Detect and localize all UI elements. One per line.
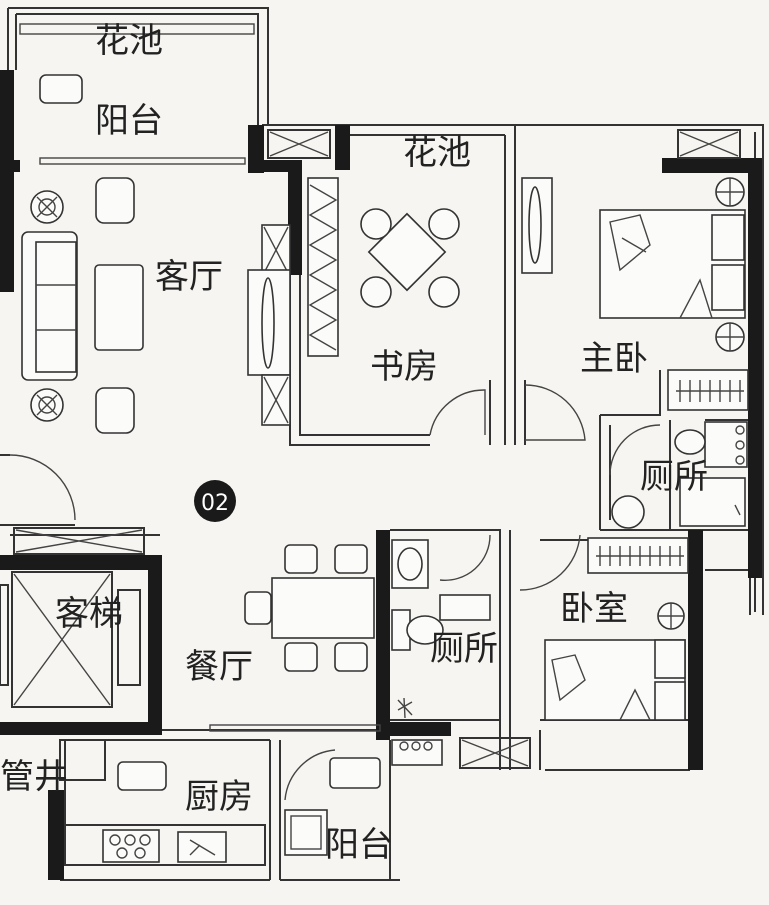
master-bedroom-furniture [521,177,749,411]
unit-number-badge: 02 [194,480,236,522]
balcony-table [39,74,83,104]
windows-doors [9,23,661,801]
label-planter-top: 花池 [95,21,163,61]
structural-walls [0,70,762,880]
label-study: 书房 [370,347,438,387]
label-balcony-kitchen: 阳台 [325,825,393,865]
unit-number-label: 02 [201,491,229,516]
elevator-shaft [0,527,145,708]
kitchen-balcony-fixtures [284,757,381,856]
dining-furniture [244,544,375,672]
study-furniture [307,177,460,357]
label-toilet-master: 厕所 [640,457,708,497]
label-living-room: 客厅 [155,257,223,297]
label-balcony-top: 阳台 [95,101,163,141]
bedroom-furniture [544,537,689,721]
common-toilet-fixtures [391,539,491,766]
master-toilet-fixtures [611,421,748,529]
label-master-bedroom: 主卧 [580,339,648,379]
living-room-furniture [21,177,291,434]
kitchen-fixtures [59,739,266,866]
label-bedroom: 卧室 [560,589,628,629]
label-planter-mid: 花池 [403,133,471,173]
label-dining-room: 餐厅 [185,647,253,687]
planter-boxes [267,129,741,769]
label-elevator: 客梯 [55,594,123,634]
label-kitchen: 厨房 [185,777,253,817]
label-shaft: 管井 [0,757,68,797]
room-labels: 花池 阳台 花池 客厅 书房 主卧 厕所 客梯 餐厅 厕所 卧室 管井 厨房 阳… [0,21,708,865]
label-toilet-common: 厕所 [430,629,498,669]
